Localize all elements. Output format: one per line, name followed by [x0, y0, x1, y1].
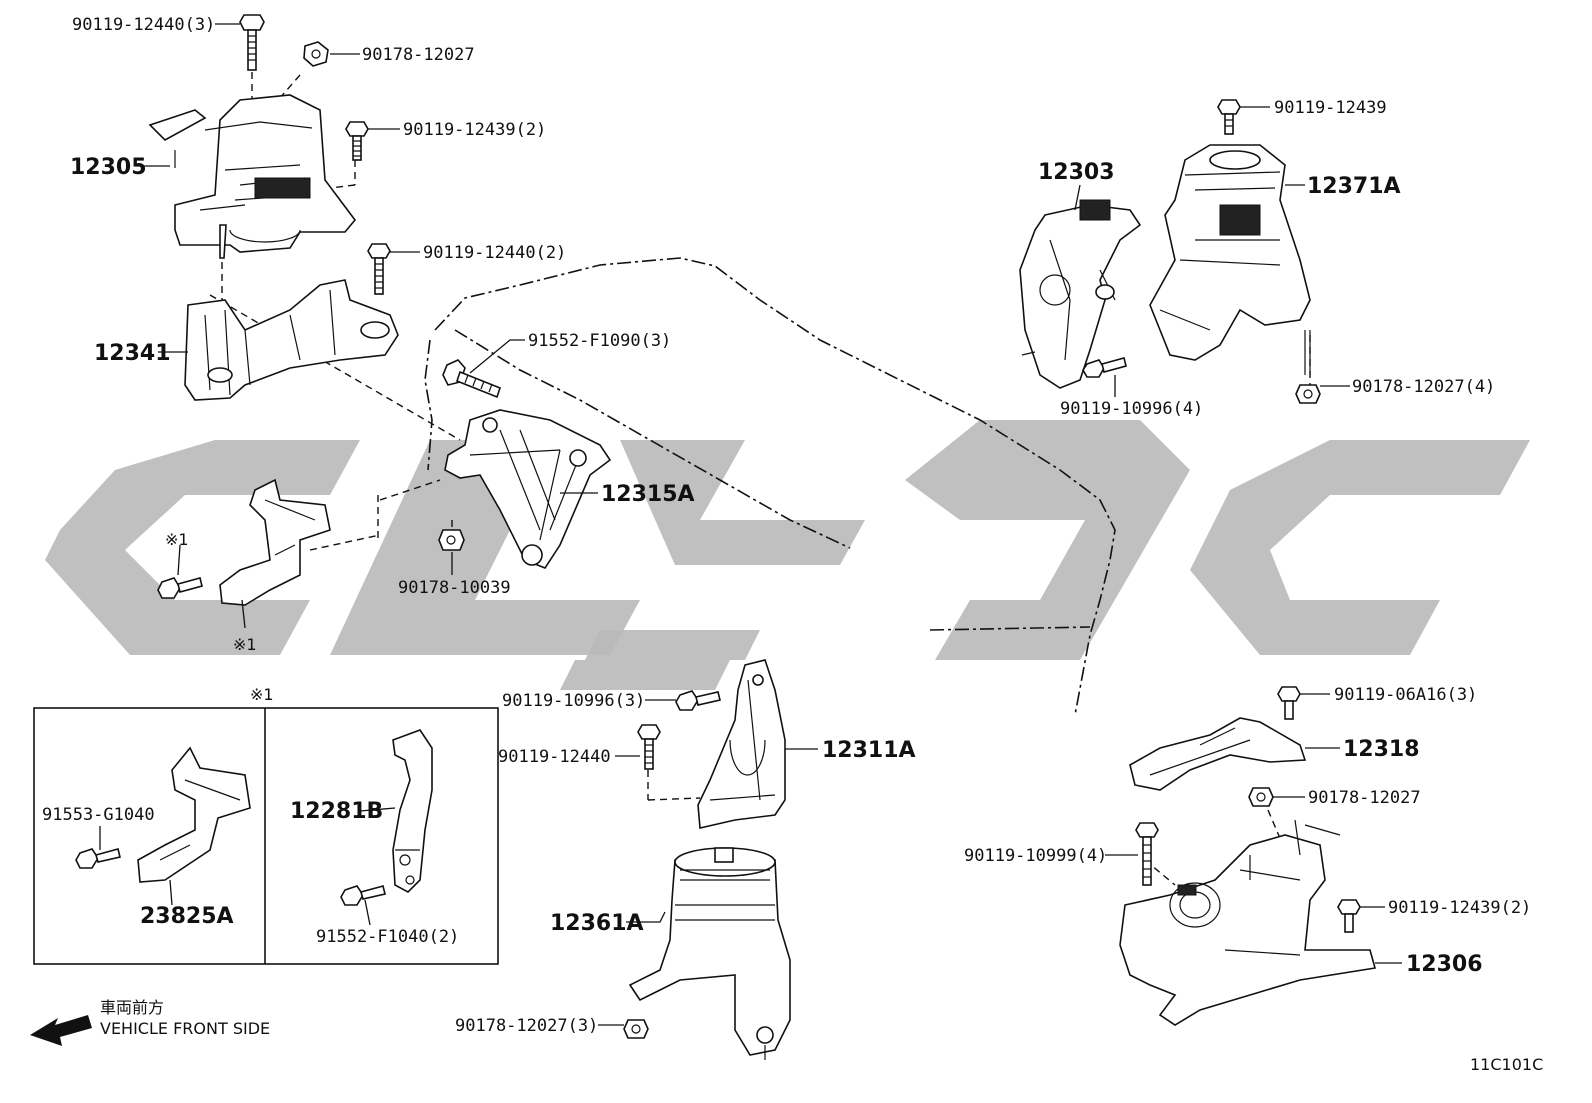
label-90119-06a16-3: 90119-06A16(3): [1334, 685, 1477, 705]
label-90119-12439-2: 90119-12439(2): [403, 120, 546, 140]
label-90119-10996-3: 90119-10996(3): [502, 691, 645, 711]
label-12311a: 12311A: [822, 738, 916, 763]
engine-outline-lower: [424, 329, 1091, 631]
label-90119-12439: 90119-12439: [1274, 98, 1387, 118]
label-12341: 12341: [94, 341, 171, 366]
part-12318-bracket: [1129, 717, 1307, 791]
part-12281b-bracket: [392, 729, 433, 893]
part-star1-bracket: [219, 478, 331, 606]
part-23825a-bracket: [137, 746, 251, 883]
label-12371a: 12371A: [1307, 174, 1401, 199]
bolt-icon: [1082, 357, 1127, 378]
label-23825a: 23825A: [140, 904, 234, 929]
bolt-icon: [367, 243, 391, 295]
part-12305-engine-mount: [148, 94, 357, 259]
part-labels: 90119-12440(3) 90178-12027 90119-12439(2…: [42, 15, 1543, 1074]
label-90178-12027-4: 90178-12027(4): [1352, 377, 1495, 397]
label-star1-bracket: ※1: [233, 635, 257, 654]
part-12311a-bracket: [697, 659, 786, 829]
part-12303-bracket: [1019, 199, 1142, 389]
watermark-logo: [45, 420, 1530, 690]
bolt-icon: [239, 14, 265, 71]
label-90178-12027: 90178-12027: [362, 45, 475, 65]
part-12306-mount: [1119, 819, 1377, 1026]
diagram-code: 11C101C: [1470, 1055, 1543, 1074]
bolt-icon: [1277, 686, 1301, 720]
label-91553-g1040: 91553-G1040: [42, 805, 155, 825]
bolt-icon: [675, 690, 721, 711]
label-90119-12440-3: 90119-12440(3): [72, 15, 215, 35]
direction-jp-label: 車両前方: [100, 998, 164, 1017]
nut-icon: [623, 1019, 649, 1039]
label-12315a: 12315A: [601, 482, 695, 507]
inset-box: [33, 707, 499, 965]
label-12318: 12318: [1343, 737, 1420, 762]
part-12341-bracket: [184, 279, 399, 401]
bolt-icon: [1337, 899, 1361, 933]
part-12361a-mount: [628, 847, 791, 1060]
nut-icon: [438, 529, 465, 551]
label-12305: 12305: [70, 155, 147, 180]
leader-lines: [99, 23, 1402, 1026]
vehicle-front-arrow-icon: [30, 1015, 92, 1046]
nut-icon: [303, 41, 329, 67]
bolt-icon: [442, 359, 501, 399]
bolt-icon: [1217, 99, 1241, 135]
label-90119-12440: 90119-12440: [498, 747, 611, 767]
bolt-icon: [75, 848, 121, 869]
direction-en-label: VEHICLE FRONT SIDE: [100, 1019, 270, 1038]
label-12306: 12306: [1406, 952, 1483, 977]
bolt-icon: [157, 577, 203, 599]
nut-icon: [1248, 787, 1274, 807]
label-90119-12439-2-b: 90119-12439(2): [1388, 898, 1531, 918]
label-12281b: 12281B: [290, 799, 383, 824]
bolt-icon: [1135, 822, 1159, 886]
label-star1-bolt: ※1: [165, 530, 189, 549]
bolt-icon: [340, 885, 386, 906]
inset-title: ※1: [250, 685, 274, 704]
bolt-icon: [345, 121, 369, 161]
label-91552-f1090-3: 91552-F1090(3): [528, 331, 671, 351]
nut-icon: [1295, 384, 1321, 404]
label-90119-10999-4: 90119-10999(4): [964, 846, 1107, 866]
label-90178-12027-3: 90178-12027(3): [455, 1016, 598, 1036]
part-12315a-bracket: [444, 409, 612, 569]
label-12361a: 12361A: [550, 911, 644, 936]
engine-outline: [434, 257, 1116, 716]
label-90178-10039: 90178-10039: [398, 578, 511, 598]
label-91552-f1040-2: 91552-F1040(2): [316, 927, 459, 947]
label-90119-12440-2: 90119-12440(2): [423, 243, 566, 263]
label-12303: 12303: [1038, 160, 1115, 185]
bolt-icon: [637, 724, 661, 770]
label-90178-12027-b: 90178-12027: [1308, 788, 1421, 808]
part-12371a-mount: [1149, 144, 1311, 375]
label-90119-10996-4: 90119-10996(4): [1060, 399, 1203, 419]
